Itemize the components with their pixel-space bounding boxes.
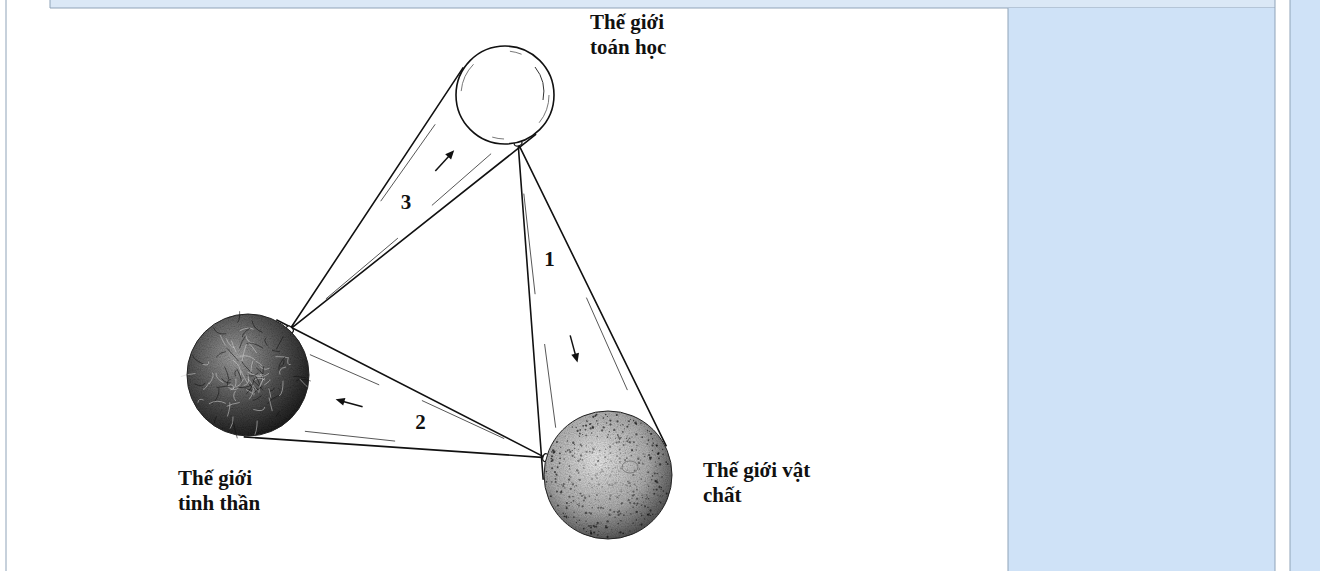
mental-world-sphere: Thế giới tinh thần: [186, 313, 310, 437]
mathematical-world-sphere: Thế giới toán học: [455, 45, 555, 145]
sphere-outline: [186, 313, 310, 437]
callout-number: 2: [415, 412, 426, 433]
world-label: Thế giới vật chất: [703, 458, 815, 508]
callout-number: 3: [401, 192, 412, 213]
world-label: Thế giới tinh thần: [178, 466, 290, 516]
sphere-outline: [543, 410, 673, 540]
sphere-outline: [455, 45, 555, 145]
physical-world-sphere: Thế giới vật chất: [543, 410, 673, 540]
callout-number: 1: [544, 249, 555, 270]
world-label: Thế giới toán học: [590, 10, 702, 60]
